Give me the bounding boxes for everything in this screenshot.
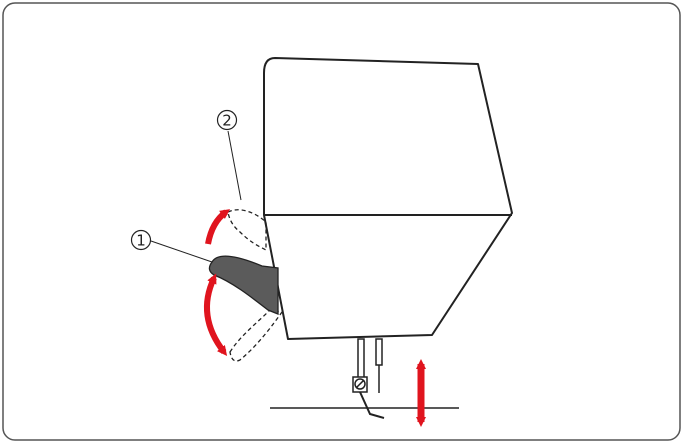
needle-assembly [352, 338, 385, 419]
lever-lowered-position-outline [229, 309, 284, 362]
callout-1-leader [150, 240, 213, 263]
callout-1-number: 1 [136, 232, 146, 250]
callout-2: 2 [216, 109, 242, 201]
callout-2-leader [227, 130, 242, 201]
needle-bar [375, 338, 383, 366]
curved-double-arrow-icon [203, 273, 228, 356]
sewing-machine-head [263, 57, 513, 340]
lever-raised-position-outline [227, 209, 267, 252]
callout-2-circle [216, 109, 238, 131]
callout-2-number: 2 [222, 112, 232, 130]
presser-foot [359, 391, 385, 419]
presser-foot-lever-icon [208, 255, 279, 315]
callout-1: 1 [130, 229, 213, 263]
lever-raise-arrow [205, 209, 231, 245]
presser-bar [357, 338, 365, 380]
callout-1-circle [130, 229, 152, 251]
